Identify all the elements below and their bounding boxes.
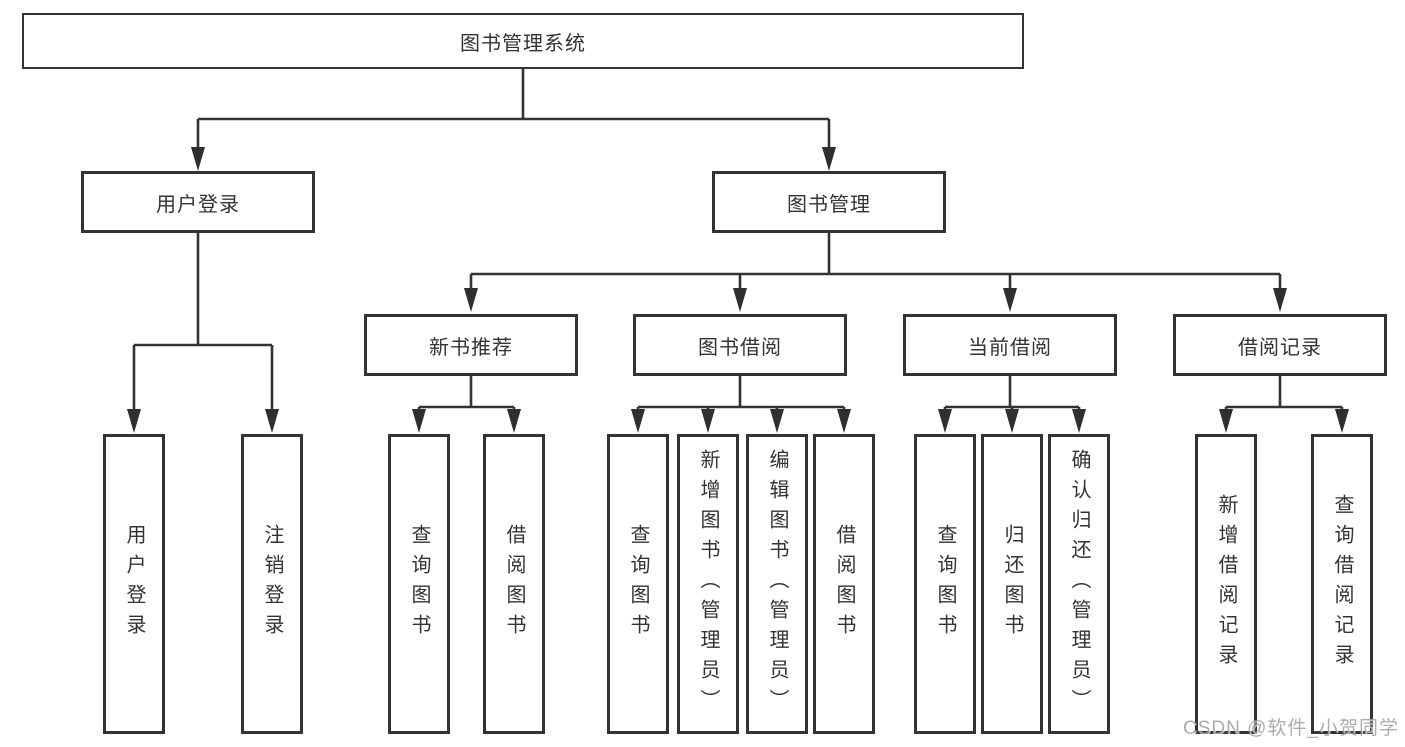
- leaf-return-books: 归还图书: [981, 434, 1043, 734]
- node-label: 查询图书: [627, 524, 649, 644]
- node-label: 编辑图书（管理员）: [766, 449, 788, 719]
- arrowhead: [127, 409, 141, 433]
- node-label: 归还图书: [1001, 524, 1023, 644]
- node-library-management-system: 图书管理系统: [22, 13, 1024, 69]
- leaf-add-book-admin: 新增图书（管理员）: [677, 434, 739, 734]
- leaf-borrow-books: 借阅图书: [813, 434, 875, 734]
- arrowhead: [1335, 409, 1349, 433]
- arrowhead: [1219, 409, 1233, 433]
- arrowhead: [701, 409, 715, 433]
- arrowhead: [822, 147, 836, 171]
- node-new-book-recommendation: 新书推荐: [364, 314, 578, 376]
- node-label: 新增借阅记录: [1215, 494, 1237, 674]
- leaf-confirm-return-admin: 确认归还（管理员）: [1048, 434, 1110, 734]
- arrowhead: [631, 409, 645, 433]
- arrowhead: [412, 409, 426, 433]
- arrowhead: [191, 147, 205, 171]
- leaf-query-books-current: 查询图书: [914, 434, 976, 734]
- node-book-management: 图书管理: [712, 171, 946, 233]
- node-user-login-branch: 用户登录: [81, 171, 315, 233]
- node-label: 当前借阅: [968, 336, 1052, 359]
- leaf-logout: 注销登录: [241, 434, 303, 734]
- node-label: 查询图书: [934, 524, 956, 644]
- arrowhead: [938, 409, 952, 433]
- node-label: 图书借阅: [698, 336, 782, 359]
- csdn-watermark: CSDN @软件_小贺同学: [1183, 718, 1399, 739]
- node-label: 新增图书（管理员）: [697, 449, 719, 719]
- leaf-borrow-books-recommend: 借阅图书: [483, 434, 545, 734]
- node-borrowing-records: 借阅记录: [1173, 314, 1387, 376]
- arrowhead: [1005, 409, 1019, 433]
- arrowhead: [464, 288, 478, 312]
- arrowhead: [1072, 409, 1086, 433]
- node-book-borrowing: 图书借阅: [633, 314, 847, 376]
- leaf-query-books-recommend: 查询图书: [388, 434, 450, 734]
- node-label: 确认归还（管理员）: [1068, 449, 1090, 719]
- node-label: 图书管理: [787, 193, 871, 216]
- arrowhead: [507, 409, 521, 433]
- node-label: 注销登录: [261, 524, 283, 644]
- arrowhead: [1273, 288, 1287, 312]
- node-label: 查询借阅记录: [1331, 494, 1353, 674]
- arrowhead: [265, 409, 279, 433]
- arrowhead: [770, 409, 784, 433]
- leaf-edit-book-admin: 编辑图书（管理员）: [746, 434, 808, 734]
- arrowhead: [733, 288, 747, 312]
- leaf-add-borrow-record: 新增借阅记录: [1195, 434, 1257, 734]
- node-label: 图书管理系统: [460, 32, 586, 55]
- node-label: 用户登录: [156, 193, 240, 216]
- node-label: 查询图书: [408, 524, 430, 644]
- node-current-borrowing: 当前借阅: [903, 314, 1117, 376]
- leaf-query-borrow-record: 查询借阅记录: [1311, 434, 1373, 734]
- node-label: 新书推荐: [429, 336, 513, 359]
- node-label: 借阅记录: [1238, 336, 1322, 359]
- arrowhead: [1003, 288, 1017, 312]
- node-label: 用户登录: [123, 524, 145, 644]
- leaf-user-login: 用户登录: [103, 434, 165, 734]
- node-label: 借阅图书: [833, 524, 855, 644]
- arrowhead: [837, 409, 851, 433]
- node-label: 借阅图书: [503, 524, 525, 644]
- leaf-query-books-borrowing: 查询图书: [607, 434, 669, 734]
